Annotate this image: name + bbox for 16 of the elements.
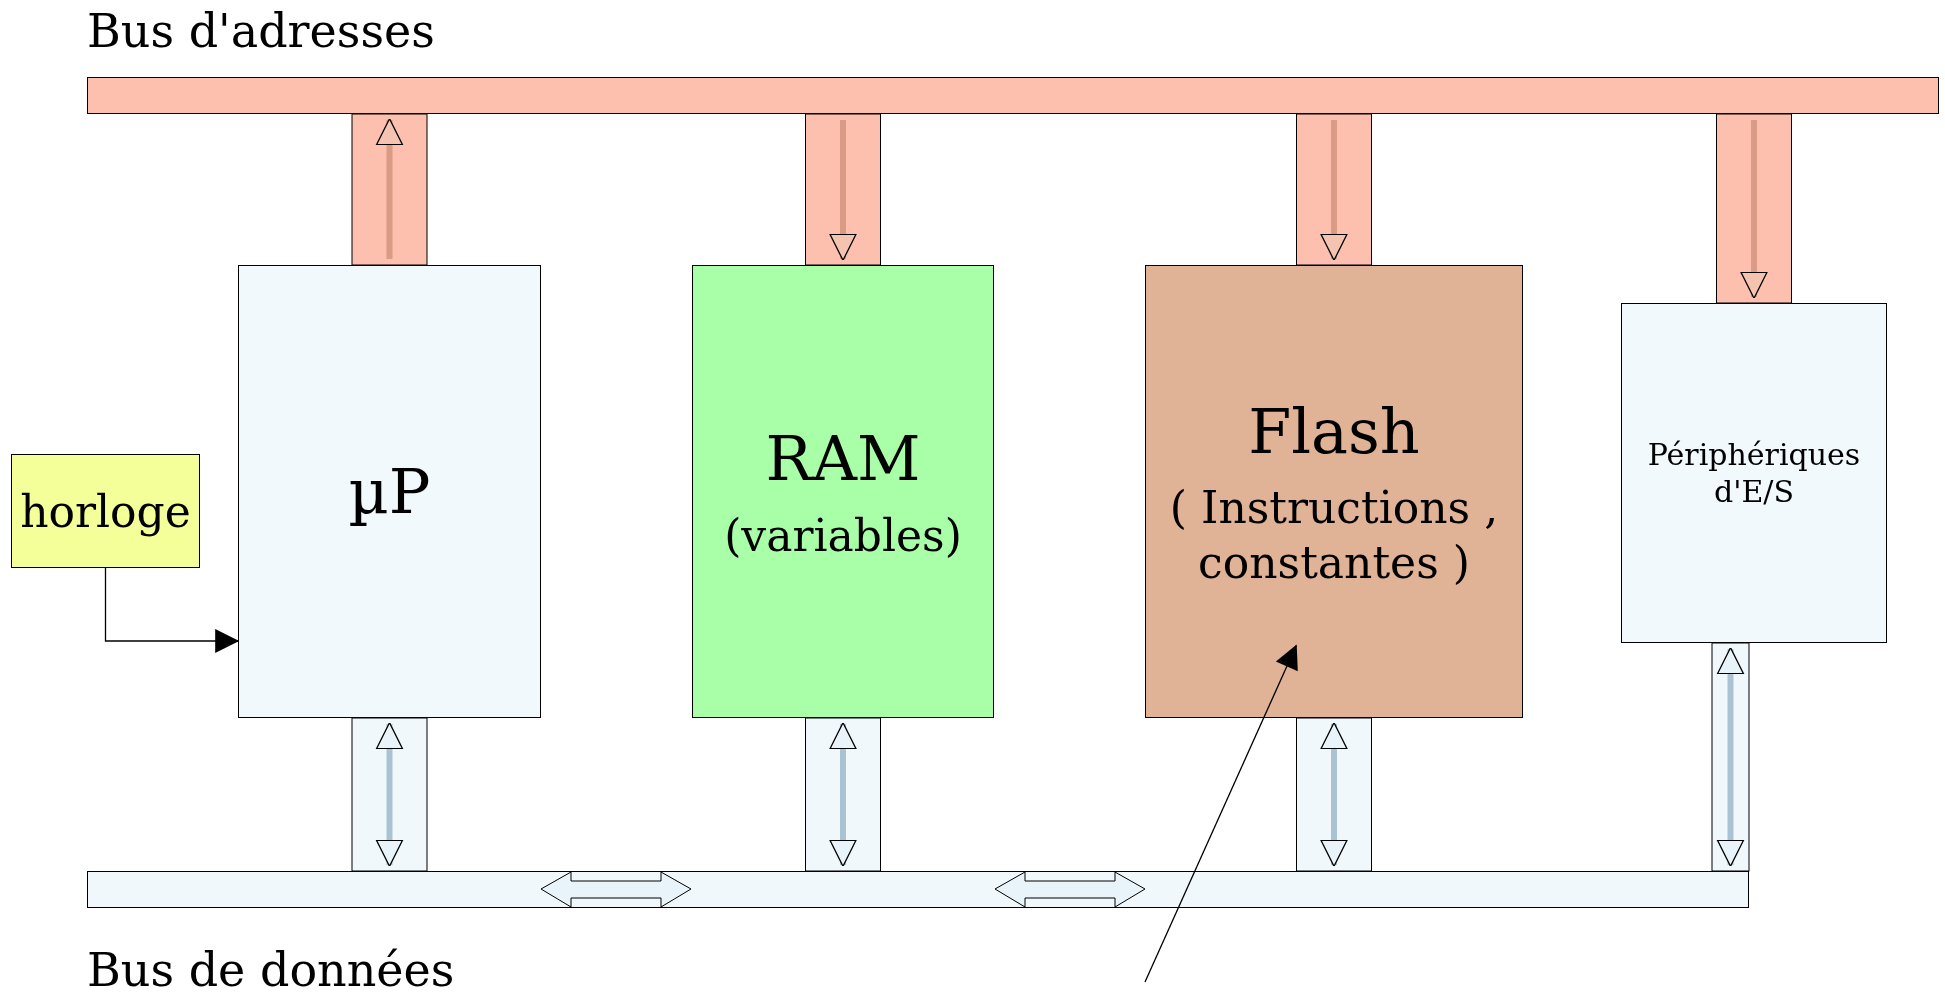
arrow <box>375 722 404 867</box>
arrow <box>829 120 857 261</box>
bus-label: Bus de données <box>87 947 455 993</box>
peripheral-box: Périphériques d'E/S <box>1621 303 1887 643</box>
arrow <box>375 118 404 259</box>
arrow <box>1320 722 1348 867</box>
bus-label: Bus d'adresses <box>87 8 435 54</box>
memory-box: Flash ( Instructions , constantes ) <box>1145 265 1523 718</box>
clock-box: horloge <box>11 454 200 568</box>
memory-box: RAM (variables) <box>692 265 994 718</box>
leader-line <box>1144 644 1298 983</box>
arrow <box>1740 120 1768 299</box>
arrow <box>104 567 240 653</box>
arrow <box>1320 120 1348 261</box>
arrow <box>829 722 857 867</box>
processor-box: µP <box>238 265 541 718</box>
